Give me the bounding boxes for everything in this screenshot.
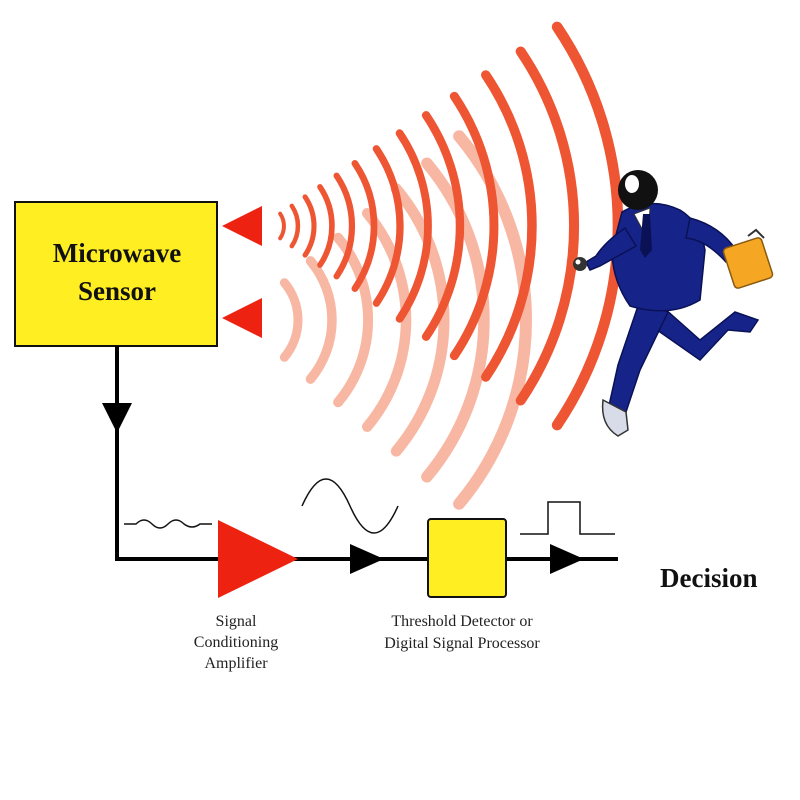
reflected-wave-arc	[279, 278, 303, 362]
amplifier-triangle	[218, 520, 298, 598]
reflected-wave-arc	[333, 232, 373, 408]
receive-arrow-icon	[222, 298, 262, 338]
emitted-wave-arc	[421, 111, 465, 341]
tie	[640, 214, 652, 258]
pulse-wave-icon	[520, 501, 615, 535]
sensor-box	[14, 201, 218, 347]
emitted-wave-arc	[317, 184, 335, 268]
front-leg	[607, 298, 670, 416]
amplifier-caption-line1: Signal	[216, 613, 257, 630]
flow-arrow-icon	[102, 403, 132, 433]
raw-signal-wave-icon	[124, 519, 212, 529]
reflected-wave-arc	[421, 157, 490, 483]
amplifier-caption-line3: Amplifier	[204, 655, 268, 672]
emitted-wave-arc	[289, 203, 301, 249]
amplifier-caption-line2: Conditioning	[194, 634, 278, 651]
emitted-wave-arc	[449, 91, 499, 361]
microwave-sensor-block: Microwave Sensor	[14, 201, 218, 347]
amplifier-caption: Signal Conditioning Amplifier	[194, 613, 278, 672]
jacket	[611, 202, 706, 312]
shoe	[601, 398, 629, 437]
hand	[573, 257, 587, 271]
hand-highlight	[575, 259, 581, 265]
running-businessman-figure	[573, 170, 774, 437]
emitted-wave-arc	[372, 145, 404, 307]
front-arm	[585, 226, 638, 271]
reflected-wave-arc	[361, 208, 412, 432]
emitted-wave-arc	[333, 172, 356, 280]
emitted-wave-arc	[481, 70, 537, 382]
emitted-waves	[278, 21, 624, 431]
processor-caption-line2: Digital Signal Processor	[384, 635, 540, 652]
briefcase-icon	[722, 228, 774, 289]
head	[618, 170, 658, 210]
flow-arrow-icon	[550, 544, 584, 574]
processor-caption-line1: Threshold Detector or	[391, 613, 533, 630]
emitted-wave-arc	[278, 211, 286, 241]
emitted-wave-arc	[351, 160, 378, 292]
sensor-label-line1: Microwave	[53, 238, 181, 268]
emitted-wave-arc	[515, 46, 580, 406]
head-highlight	[625, 175, 639, 193]
transmit-arrow-icon	[222, 206, 262, 246]
emitted-wave-arc	[395, 129, 432, 323]
emitted-wave-arc	[551, 21, 624, 431]
flow-arrow-icon	[350, 544, 384, 574]
reflected-wave-arc	[305, 256, 337, 384]
sine-wave-icon	[301, 478, 399, 534]
sensor-label-line2: Sensor	[78, 276, 156, 306]
threshold-detector-block	[427, 518, 507, 598]
decision-label: Decision	[660, 563, 758, 593]
emitted-wave-arc	[302, 194, 317, 258]
reflected-wave-arc	[390, 183, 450, 457]
processor-caption: Threshold Detector or Digital Signal Pro…	[384, 613, 540, 652]
